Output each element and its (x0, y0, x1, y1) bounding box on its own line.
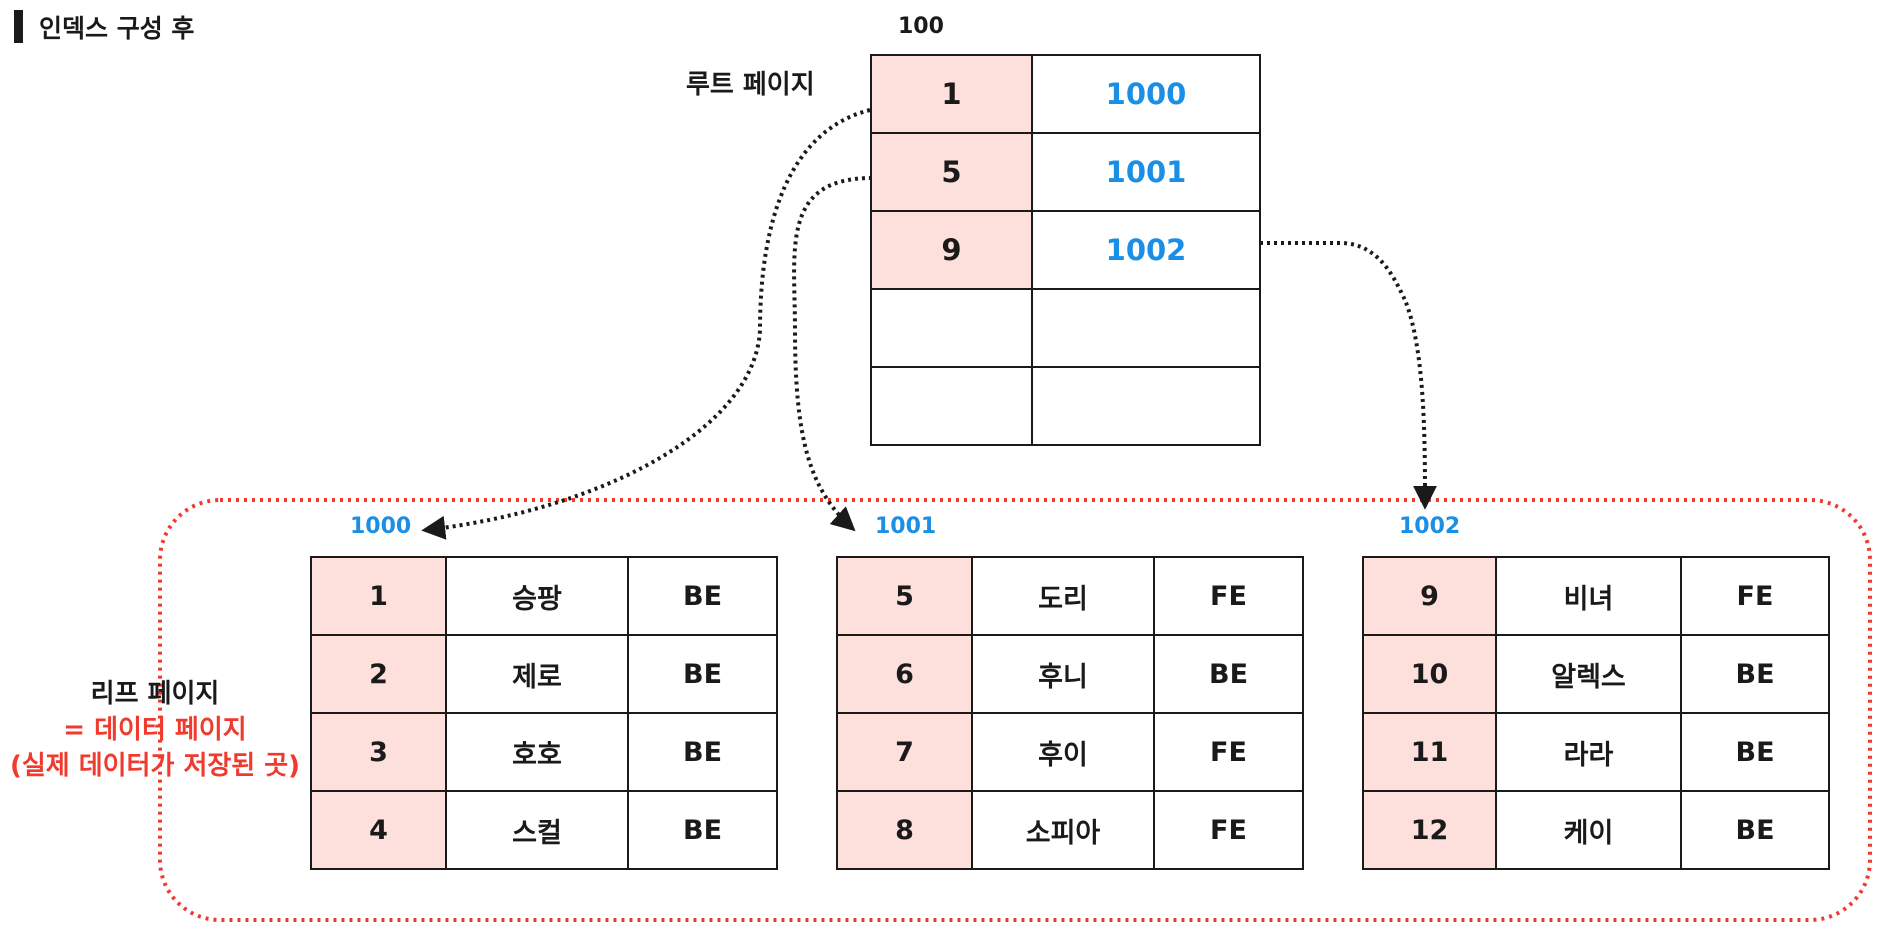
leaf-page-table: 5 도리 FE 6 후니 BE 7 후이 FE 8 소피아 FE (836, 556, 1304, 870)
leaf-team-cell: FE (1153, 712, 1304, 792)
root-key-cell: 5 (870, 132, 1033, 212)
leaf-name-cell: 알렉스 (1495, 634, 1682, 714)
leaf-team-cell: FE (1153, 790, 1304, 870)
root-page-number: 100 (898, 14, 944, 39)
leaf-id-cell: 4 (310, 790, 447, 870)
leaf-team-cell: BE (627, 556, 778, 636)
heading-text: 인덱스 구성 후 (39, 13, 195, 43)
leaf-id-cell: 1 (310, 556, 447, 636)
leaf-name-cell: 호호 (445, 712, 629, 792)
leaf-name-cell: 후니 (971, 634, 1155, 714)
leaf-name-cell: 승팡 (445, 556, 629, 636)
leaf-team-cell: BE (1680, 634, 1830, 714)
leaf-name-cell: 스컬 (445, 790, 629, 870)
leaf-page-number: 1000 (350, 514, 412, 539)
leaf-team-cell: BE (1680, 790, 1830, 870)
root-pointer-cell: 1002 (1031, 210, 1261, 290)
leaf-team-cell: BE (627, 790, 778, 870)
pointer-arrow-1000 (421, 108, 871, 540)
leaf-row: 7 후이 FE (836, 712, 1304, 792)
leaf-row: 9 비녀 FE (1362, 556, 1830, 636)
root-page-label: 루트 페이지 (686, 70, 815, 100)
leaf-name-cell: 후이 (971, 712, 1155, 792)
root-row: 1 1000 (870, 54, 1261, 134)
leaf-caption-line2: = 데이터 페이지 (63, 715, 247, 745)
root-key-cell: 9 (870, 210, 1033, 290)
root-key-cell (870, 288, 1033, 368)
root-row: 5 1001 (870, 132, 1261, 212)
root-pointer-cell: 1001 (1031, 132, 1261, 212)
leaf-row: 8 소피아 FE (836, 790, 1304, 870)
leaf-id-cell: 11 (1362, 712, 1497, 792)
leaf-row: 2 제로 BE (310, 634, 778, 714)
leaf-name-cell: 비녀 (1495, 556, 1682, 636)
leaf-page-caption: 리프 페이지 = 데이터 페이지 (실제 데이터가 저장된 곳) (0, 676, 310, 784)
leaf-id-cell: 6 (836, 634, 973, 714)
leaf-name-cell: 소피아 (971, 790, 1155, 870)
leaf-page-number: 1001 (875, 514, 937, 539)
root-row (870, 366, 1261, 446)
leaf-name-cell: 제로 (445, 634, 629, 714)
pointer-arrow-1001 (792, 176, 873, 532)
leaf-team-cell: FE (1680, 556, 1830, 636)
leaf-id-cell: 8 (836, 790, 973, 870)
leaf-name-cell: 케이 (1495, 790, 1682, 870)
leaf-team-cell: BE (627, 634, 778, 714)
leaf-row: 11 라라 BE (1362, 712, 1830, 792)
leaf-caption-line1: 리프 페이지 (90, 679, 220, 709)
leaf-team-cell: BE (1680, 712, 1830, 792)
section-heading: 인덱스 구성 후 (14, 10, 194, 43)
leaf-page-table: 9 비녀 FE 10 알렉스 BE 11 라라 BE 12 케이 BE (1362, 556, 1830, 870)
leaf-name-cell: 도리 (971, 556, 1155, 636)
leaf-team-cell: BE (627, 712, 778, 792)
root-page-table: 1 1000 5 1001 9 1002 (870, 54, 1261, 446)
root-key-cell (870, 366, 1033, 446)
root-pointer-cell (1031, 288, 1261, 368)
leaf-id-cell: 7 (836, 712, 973, 792)
leaf-name-cell: 라라 (1495, 712, 1682, 792)
leaf-row: 10 알렉스 BE (1362, 634, 1830, 714)
leaf-row: 12 케이 BE (1362, 790, 1830, 870)
leaf-id-cell: 9 (1362, 556, 1497, 636)
leaf-team-cell: BE (1153, 634, 1304, 714)
leaf-row: 4 스컬 BE (310, 790, 778, 870)
root-pointer-cell: 1000 (1031, 54, 1261, 134)
root-pointer-cell (1031, 366, 1261, 446)
heading-bar (14, 10, 23, 43)
leaf-page-number: 1002 (1399, 514, 1461, 539)
root-key-cell: 1 (870, 54, 1033, 134)
leaf-caption-line3: (실제 데이터가 저장된 곳) (9, 751, 301, 781)
leaf-region-border (158, 498, 1872, 922)
leaf-id-cell: 3 (310, 712, 447, 792)
leaf-id-cell: 5 (836, 556, 973, 636)
leaf-team-cell: FE (1153, 556, 1304, 636)
leaf-row: 1 승팡 BE (310, 556, 778, 636)
leaf-row: 5 도리 FE (836, 556, 1304, 636)
root-row: 9 1002 (870, 210, 1261, 290)
root-row (870, 288, 1261, 368)
leaf-row: 3 호호 BE (310, 712, 778, 792)
leaf-row: 6 후니 BE (836, 634, 1304, 714)
leaf-id-cell: 10 (1362, 634, 1497, 714)
pointer-arrow-1002 (1260, 241, 1437, 510)
leaf-id-cell: 2 (310, 634, 447, 714)
leaf-page-table: 1 승팡 BE 2 제로 BE 3 호호 BE 4 스컬 BE (310, 556, 778, 870)
leaf-id-cell: 12 (1362, 790, 1497, 870)
